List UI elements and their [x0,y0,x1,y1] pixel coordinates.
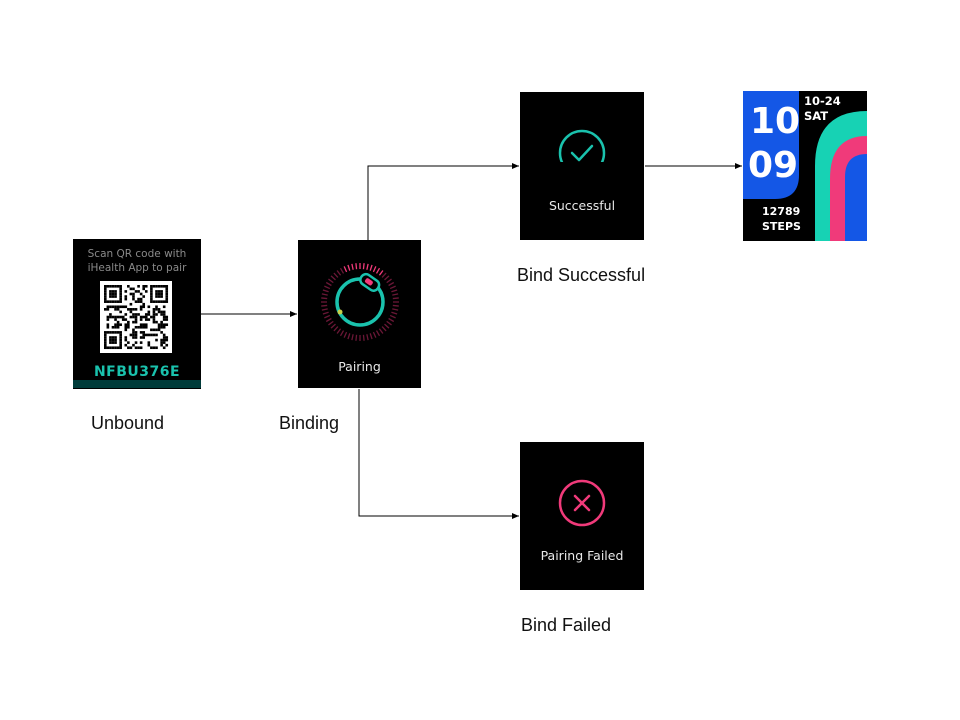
watch-weekday: SAT [804,109,829,123]
qr-instruction-line2: iHealth App to pair [87,262,187,274]
arrow-binding-to-failed [358,389,519,519]
caption-bind-successful: Bind Successful [517,265,646,285]
watch-face-graphics [743,91,867,241]
qr-instruction-line1: Scan QR code with [87,248,187,260]
close-circle-icon [558,479,606,527]
pairing-label: Pairing [338,359,381,374]
caption-binding: Binding [279,413,340,433]
bottom-strip [73,380,201,388]
successful-label: Successful [548,198,616,213]
unbound-screen: Scan QR code with iHealth App to pair NF… [73,239,201,389]
watch-steps-value: 12789 [762,205,801,218]
binding-screen: Pairing [298,240,421,388]
pairing-failed-label: Pairing Failed [540,548,624,563]
watch-steps-label: STEPS [762,220,801,233]
successful-screen: Successful [520,92,644,240]
check-circle-icon [558,129,606,162]
pairing-progress-ring [321,263,399,341]
watch-date: 10-24 [804,94,841,108]
device-code: NFBU376E [93,364,181,380]
caption-unbound: Unbound [91,413,165,433]
arrow-binding-to-successful [367,163,519,240]
watch-icon [359,272,381,292]
qr-code [100,281,172,353]
watch-hour: 10 [750,101,801,142]
failed-screen: Pairing Failed [520,442,644,590]
watch-minute: 09 [748,145,799,186]
caption-bind-failed: Bind Failed [521,615,612,635]
watch-face-screen: 10 09 10-24 SAT 12789 STEPS [743,91,867,241]
